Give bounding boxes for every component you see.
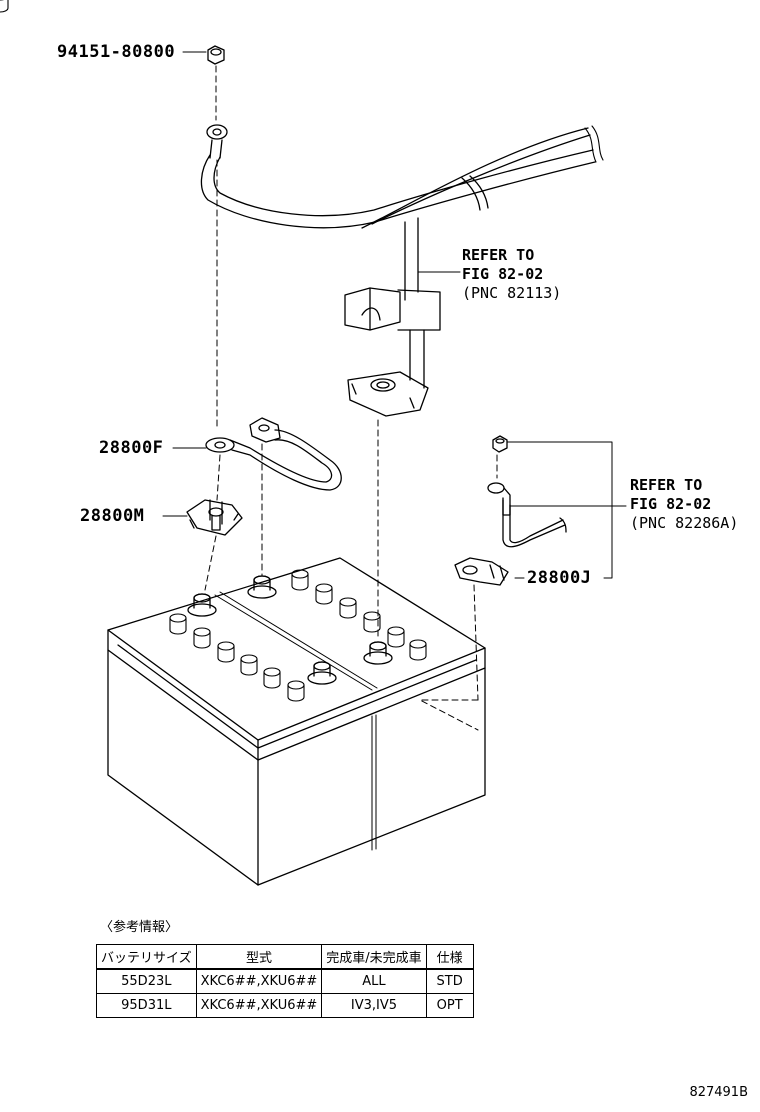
table-cell: XKC6##,XKU6## <box>195 993 323 1018</box>
table-cell: IV3,IV5 <box>321 993 427 1018</box>
table-row: 95D31L XKC6##,XKU6## IV3,IV5 OPT <box>96 993 474 1018</box>
guide-lines <box>204 65 498 731</box>
terminal-28800m <box>186 499 243 536</box>
part-label-28800m: 28800M <box>80 506 145 526</box>
table-cell: STD <box>425 968 474 994</box>
table-cell: 95D31L <box>96 993 197 1018</box>
column-header: 完成車/未完成車 <box>321 944 427 970</box>
table-cell: 55D23L <box>96 968 197 994</box>
refer-line: REFER TO <box>462 246 535 264</box>
reference-info-title: 〈参考情報〉 <box>100 920 179 935</box>
battery-spec-table: バッテリサイズ 型式 完成車/未完成車 仕様 55D23L XKC6##,XKU… <box>96 944 474 1018</box>
refer-pnc: (PNC 82286A) <box>630 514 739 532</box>
diagram-code: 827491B <box>689 1085 748 1100</box>
refer-line: FIG 82-02 <box>462 265 544 283</box>
refer-pnc: (PNC 82113) <box>462 284 562 302</box>
column-header: バッテリサイズ <box>96 944 197 970</box>
refer-note-right: REFER TO FIG 82-02 (PNC 82286A) <box>630 476 738 533</box>
table-cell: XKC6##,XKU6## <box>195 968 323 994</box>
refer-line: REFER TO <box>630 476 703 494</box>
battery-posts <box>187 575 393 685</box>
part-label-28800f: 28800F <box>99 438 164 458</box>
part-label-28800j: 28800J <box>527 568 592 588</box>
refer-line: FIG 82-02 <box>630 495 712 513</box>
battery <box>107 557 486 886</box>
table-cell: ALL <box>321 968 427 994</box>
leader-lines <box>162 51 627 579</box>
main-harness <box>200 124 604 417</box>
column-header: 型式 <box>195 944 323 970</box>
harness-28800j <box>454 435 567 586</box>
table-header-row: バッテリサイズ 型式 完成車/未完成車 仕様 <box>96 944 474 970</box>
part-label-94151-80800: 94151-80800 <box>57 42 176 62</box>
table-row: 55D23L XKC6##,XKU6## ALL STD <box>96 968 474 994</box>
column-header: 仕様 <box>425 944 474 970</box>
nut-top <box>207 45 225 65</box>
battery-caps <box>0 0 427 702</box>
table-cell: OPT <box>425 993 474 1018</box>
refer-note-upper: REFER TO FIG 82-02 (PNC 82113) <box>462 246 561 303</box>
cable-28800f <box>205 417 342 491</box>
